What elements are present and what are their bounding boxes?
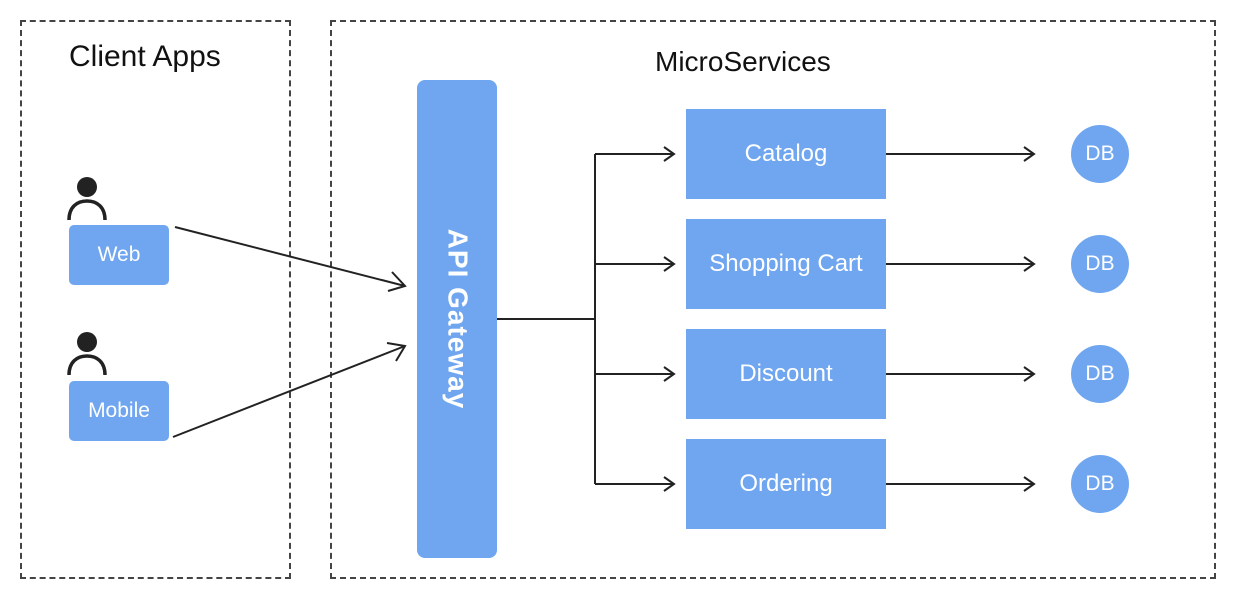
database-label: DB (1085, 252, 1115, 275)
service-label: Ordering (739, 470, 833, 497)
microservices-group (330, 20, 1216, 579)
service-label: Shopping Cart (709, 250, 863, 277)
database-label: DB (1085, 362, 1115, 385)
service-ordering-box: Ordering (686, 439, 886, 529)
microservices-title: MicroServices (655, 46, 831, 77)
database-node: DB (1071, 125, 1129, 183)
database-node: DB (1071, 455, 1129, 513)
service-label: Catalog (744, 140, 828, 167)
mobile-client-label: Mobile (88, 399, 150, 422)
service-label: Discount (739, 360, 833, 387)
database-label: DB (1085, 142, 1115, 165)
database-label: DB (1085, 472, 1115, 495)
database-node: DB (1071, 345, 1129, 403)
service-discount-box: Discount (686, 329, 886, 419)
web-client-label: Web (97, 243, 141, 266)
api-gateway-label: API Gateway (442, 228, 474, 410)
database-node: DB (1071, 235, 1129, 293)
api-gateway-box: API Gateway (417, 80, 497, 558)
service-catalog-box: Catalog (686, 109, 886, 199)
user-icon (67, 332, 107, 376)
mobile-client-box: Mobile (69, 381, 169, 441)
web-client-box: Web (69, 225, 169, 285)
client-apps-title: Client Apps (69, 40, 221, 73)
service-shopping-cart-box: Shopping Cart (686, 219, 886, 309)
user-icon (67, 177, 107, 221)
client-apps-group (20, 20, 291, 579)
